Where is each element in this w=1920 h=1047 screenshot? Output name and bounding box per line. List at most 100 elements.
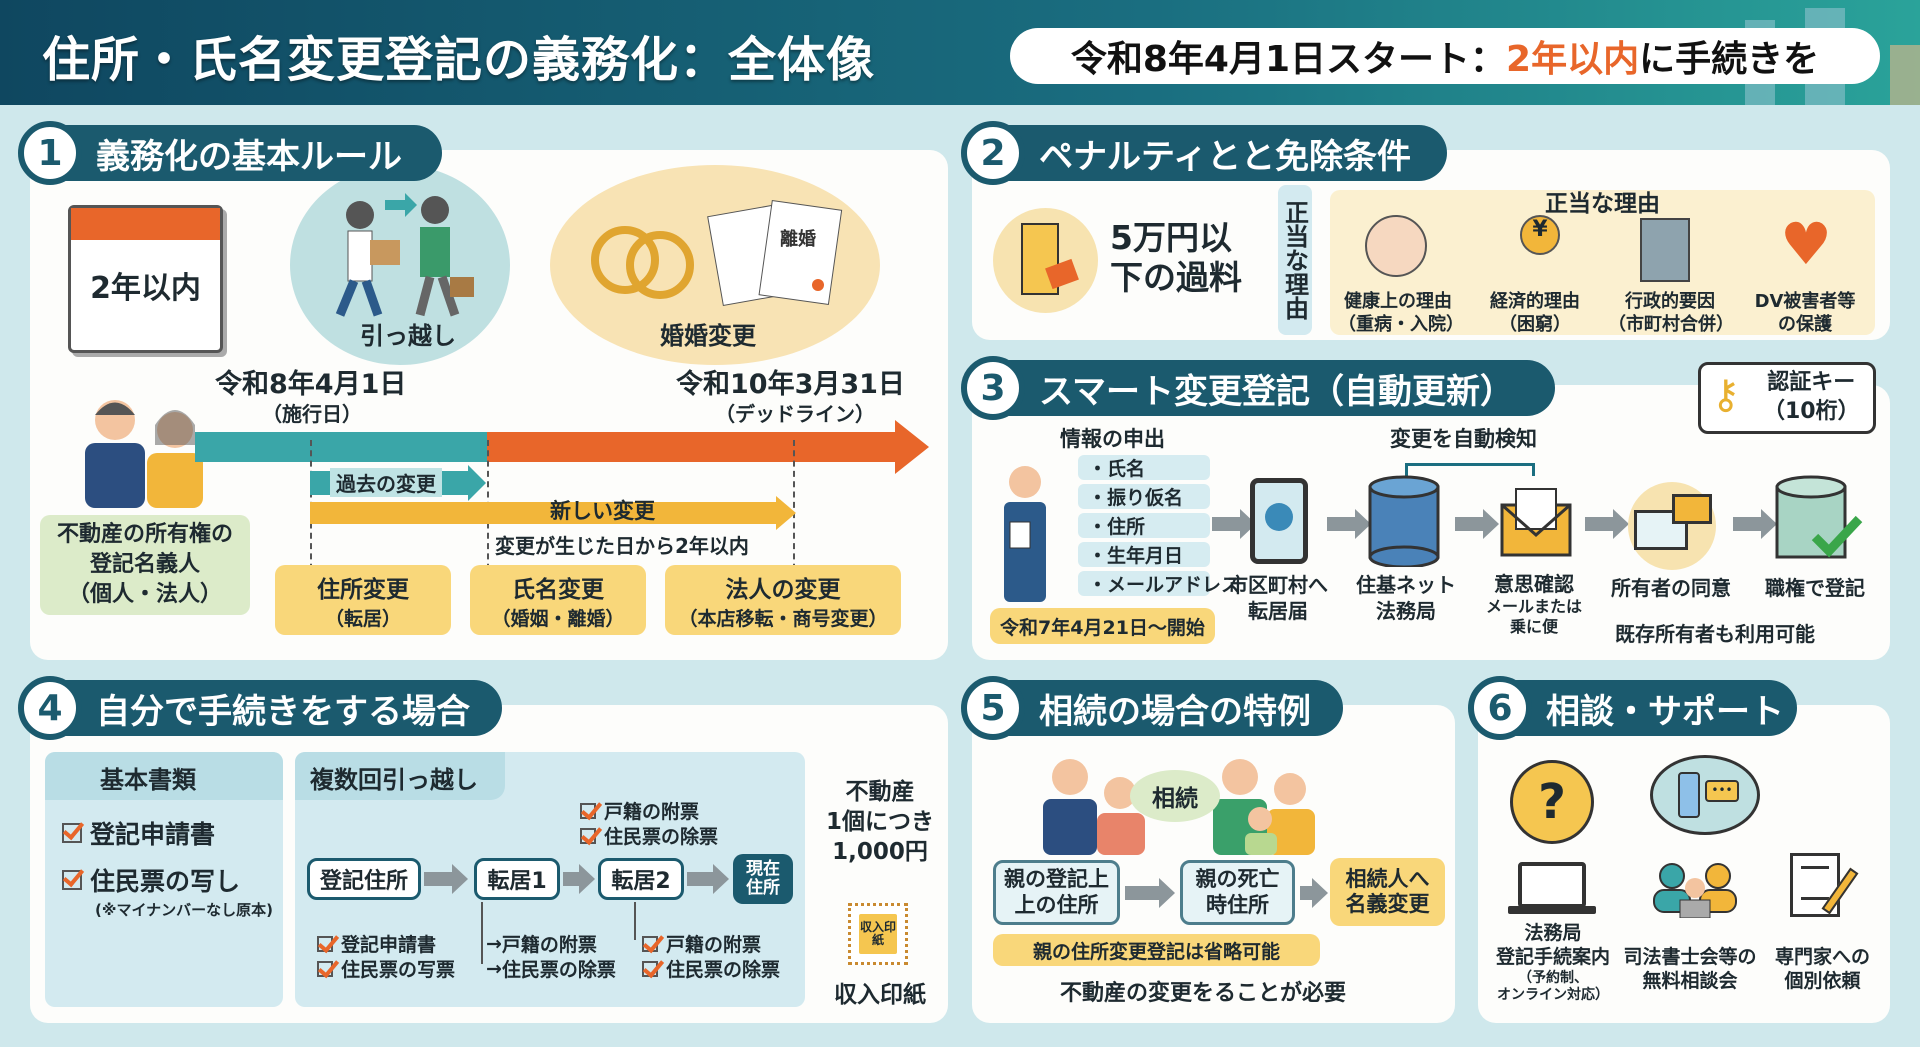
- flow-arrow-icon: [1300, 878, 1328, 908]
- support-line: 無料相談会: [1642, 969, 1738, 992]
- step-line: 乗に便: [1509, 617, 1558, 636]
- tablet-icon: [1250, 478, 1308, 564]
- reason-line: 経済的理由: [1490, 291, 1580, 312]
- moving-label: 引っ越し: [360, 322, 456, 350]
- database-check-icon: [1775, 475, 1863, 559]
- revenue-stamp-label: 収入印紙: [834, 982, 926, 1008]
- info-item: ・生年月日: [1078, 542, 1210, 567]
- check-label: 戸籍の附票: [501, 934, 597, 956]
- multi-move-tab: [295, 752, 505, 800]
- step-line: 法務局: [1376, 599, 1436, 623]
- auto-detect-connector: [1405, 463, 1535, 476]
- fee-line: 1個につき: [825, 808, 934, 835]
- timeline-arrowhead: [895, 420, 929, 474]
- step-line: 意思確認: [1494, 572, 1574, 596]
- past-change-label: 過去の変更: [330, 468, 442, 497]
- moving-people-icon: [335, 193, 474, 317]
- check-label: 住民票の写票: [341, 959, 456, 981]
- flow-arrow-icon: [424, 864, 468, 894]
- flow-line: 時住所: [1206, 892, 1269, 917]
- flow-move-2: 転居2: [598, 858, 684, 900]
- applicant-icon: [1004, 466, 1046, 602]
- info-item: ・住所: [1078, 513, 1210, 538]
- multi-move-title: 複数回引っ越し: [310, 766, 478, 794]
- check-label: 住民票の除票: [604, 826, 719, 848]
- owner-line: 不動産の所有権の: [56, 522, 233, 548]
- section-number: 5: [961, 676, 1025, 740]
- deadline-date: 令和10年3月31日: [676, 369, 905, 400]
- timeline-past-bar: [195, 432, 487, 462]
- flow-move-1: 転居1: [474, 858, 560, 900]
- existing-owner-note: 既存所有者も利用可能: [1615, 622, 1815, 646]
- fee-line: 1,000円: [832, 838, 928, 865]
- step-consent: 所有者の同意: [1611, 576, 1731, 600]
- broken-heart-icon: ♥: [1780, 210, 1832, 278]
- start-note: （施行日）: [262, 402, 362, 426]
- section-number: 2: [961, 121, 1025, 185]
- section-number: 1: [18, 121, 82, 185]
- flow-arrow-icon: [1125, 878, 1175, 908]
- laptop-icon: [1518, 862, 1586, 908]
- patient-icon: [1365, 215, 1427, 277]
- step-municipality: 市区町村へ転居届: [1222, 572, 1334, 624]
- section-title: スマート変更登記（自動更新）: [1039, 371, 1514, 412]
- database-icon: [1368, 475, 1440, 567]
- name-change-card: 氏名変更（婚姻・離婚）: [470, 565, 646, 635]
- fee-line: 不動産: [845, 779, 915, 805]
- top-check-item: 戸籍の附票: [580, 797, 699, 824]
- check-label: 住民票の除票: [666, 959, 781, 981]
- flow-arrow-icon: [1327, 509, 1371, 539]
- fee-per-property: 不動産 1個につき 1,000円: [820, 778, 940, 868]
- page-title: 住所・氏名変更登記の義務化：全体像: [42, 32, 876, 88]
- basic-doc-item: 登記申請書: [62, 815, 215, 851]
- col3-check: 戸籍の附票: [642, 930, 761, 957]
- support-line: 法務局: [1524, 922, 1582, 944]
- start-date: 令和8年4月1日: [215, 369, 407, 400]
- card-title: 住所変更: [317, 576, 409, 603]
- step-line: 転居届: [1248, 599, 1308, 623]
- info-item: ・メールアドレス: [1078, 571, 1240, 596]
- consultation-people-icon: [1653, 863, 1737, 918]
- connector-line: [634, 902, 636, 940]
- building-decoration: [1890, 45, 1920, 105]
- checkbox-icon: [580, 802, 596, 819]
- chat-dots-icon: •••: [1705, 780, 1739, 802]
- top-check-item: 住民票の除票: [580, 822, 718, 849]
- flow-arrow-icon: [687, 864, 729, 894]
- new-change-arrow: [310, 502, 778, 524]
- arrow-right-icon: →: [486, 957, 502, 980]
- connector-line: [481, 902, 483, 964]
- start-date-badge: 令和7年4月21日～開始: [990, 608, 1215, 644]
- arrow-right-icon: →: [486, 932, 502, 955]
- flow-arrow-icon: [1585, 509, 1629, 539]
- omit-note-badge: 親の住所変更登記は省略可能: [993, 934, 1320, 966]
- new-arrowhead: [776, 496, 796, 530]
- building-icon: [1640, 218, 1690, 282]
- start-banner: 令和8年4月1日スタート：2年以内に手続きを: [1010, 28, 1880, 84]
- col3-check: 住民票の除票: [642, 955, 780, 982]
- flow-line: 相続人へ: [1345, 866, 1430, 891]
- flow-arrow-icon: [1455, 509, 1499, 539]
- parent-address-at-death: 親の死亡時住所: [1180, 860, 1295, 925]
- flow-arrow-icon: [563, 864, 595, 894]
- step-line: メールまたは: [1485, 597, 1582, 616]
- yen-hand-icon: ¥: [1520, 215, 1560, 255]
- support-legal-bureau: 法務局登記手続案内（予約制、オンライン対応）: [1488, 922, 1618, 1005]
- question-icon: ?: [1510, 760, 1594, 844]
- support-line: 司法書士会等の: [1623, 946, 1757, 968]
- flow-registered-address: 登記住所: [307, 858, 421, 900]
- owners-icon: [85, 400, 203, 508]
- section-title: 自分で手続きをする場合: [96, 691, 470, 732]
- flow-arrow-icon: [1733, 509, 1777, 539]
- timeline-future-bar: [487, 432, 897, 462]
- support-free-consultation: 司法書士会等の無料相談会: [1620, 946, 1760, 994]
- reason-line: （困窮）: [1499, 314, 1571, 336]
- section-number: 6: [1468, 676, 1532, 740]
- auth-key-label: 認証キー（10桁）: [1763, 369, 1860, 426]
- fine-line: 5万円以: [1110, 218, 1232, 257]
- fine-icon: [993, 208, 1098, 313]
- step-line: 住基ネット: [1356, 573, 1456, 597]
